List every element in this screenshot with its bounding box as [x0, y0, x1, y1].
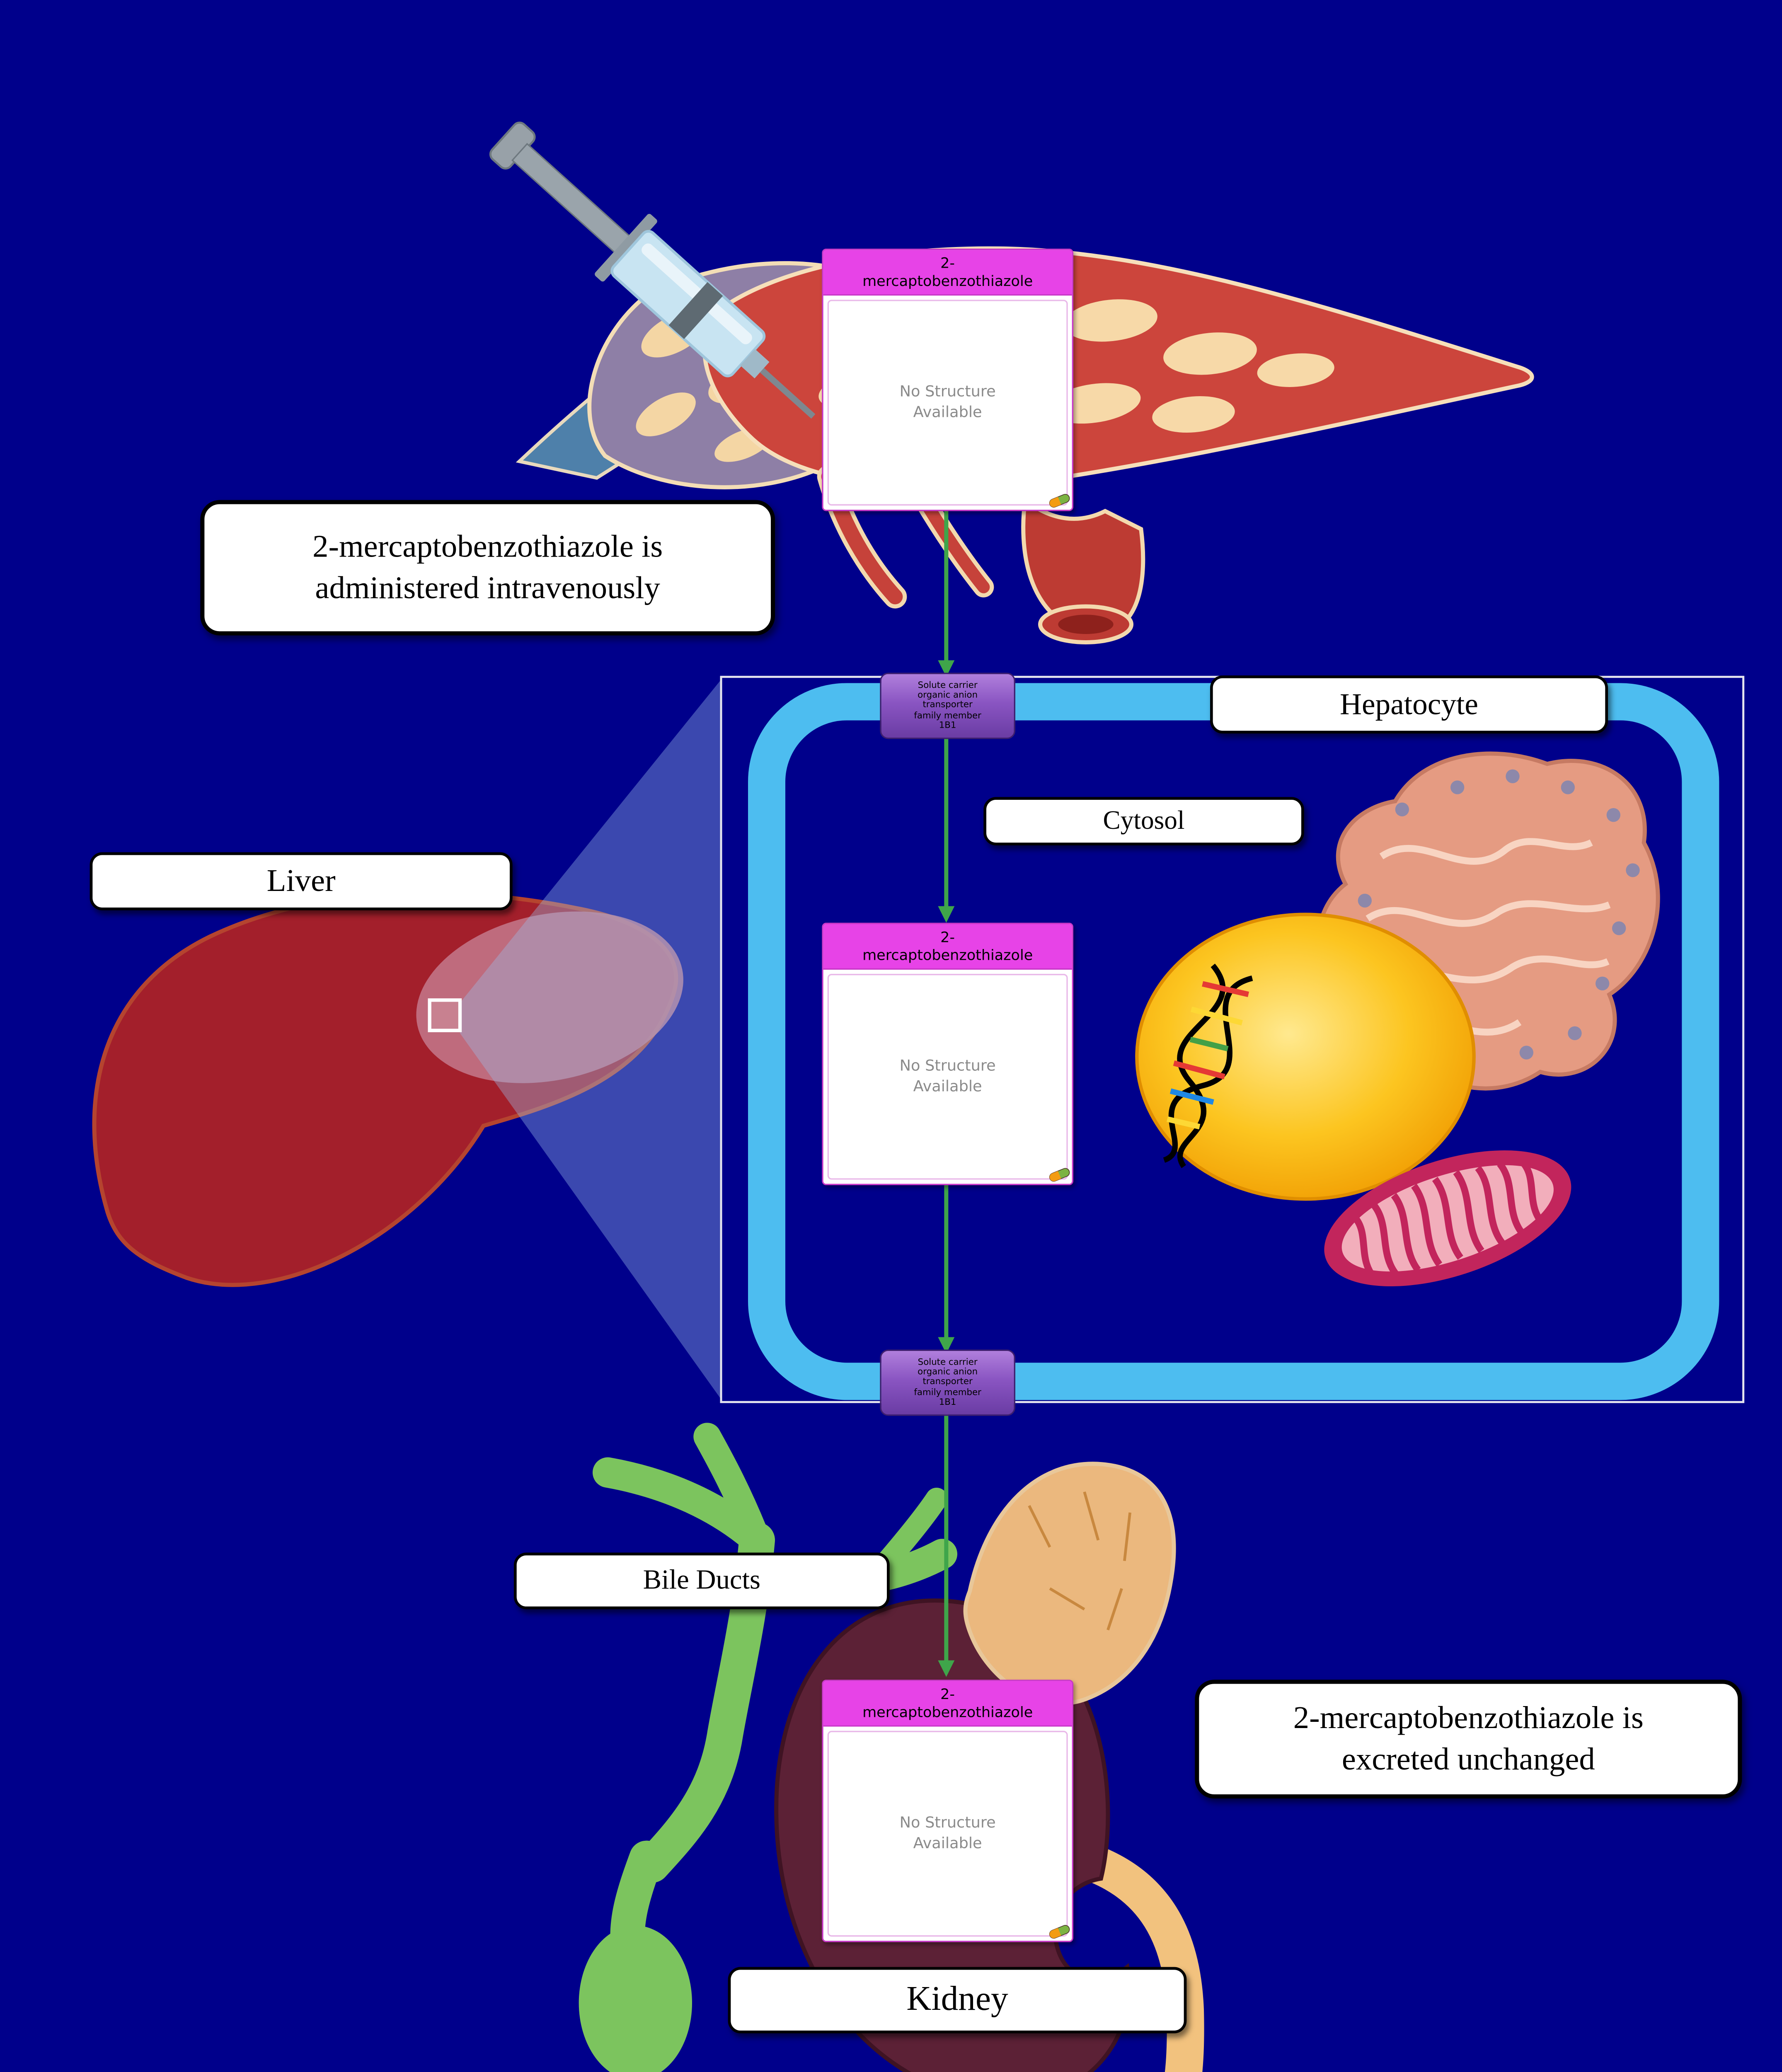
callout-excreted: 2-mercaptobenzothiazole is excreted unch…: [1195, 1680, 1742, 1798]
callout-administered: 2-mercaptobenzothiazole is administered …: [200, 500, 775, 636]
syringe-hub: [740, 349, 770, 379]
transporter-slco1b1-influx[interactable]: Solute carrier organic anion transporter…: [880, 673, 1015, 739]
artery-shape: [1021, 496, 1145, 644]
gallbladder-illustration: [579, 1925, 692, 2072]
syringe-flange: [595, 214, 657, 282]
nucleus-illustration: [1135, 913, 1476, 1201]
mitochondrion-illustration: [1324, 1150, 1571, 1287]
syringe-plunger: [511, 143, 633, 256]
label-hepatocyte: Hepatocyte: [1210, 675, 1608, 733]
dna-icon: [1163, 963, 1253, 1168]
label-liver: Liver: [90, 852, 513, 910]
drug-structure-placeholder: No Structure Available: [827, 300, 1068, 506]
drug-box-title: 2- mercaptobenzothiazole: [823, 1681, 1072, 1727]
drug-box-title: 2- mercaptobenzothiazole: [823, 250, 1072, 296]
label-kidney: Kidney: [728, 1967, 1187, 2033]
transporter-slco1b1-efflux[interactable]: Solute carrier organic anion transporter…: [880, 1349, 1015, 1416]
liver-right-lobe: [416, 911, 683, 1083]
transporter-label: Solute carrier organic anion transporter…: [914, 680, 981, 731]
pill-icon: [1049, 494, 1070, 508]
adrenal-gland-illustration: [963, 1462, 1176, 1706]
pill-icon: [1049, 1168, 1070, 1182]
liver-illustration: [92, 891, 683, 1287]
flow-arrows: [938, 505, 955, 1677]
drug-box-title: 2- mercaptobenzothiazole: [823, 924, 1072, 970]
drug-box-hepatocyte[interactable]: 2- mercaptobenzothiazole No Structure Av…: [822, 922, 1073, 1185]
transporter-label: Solute carrier organic anion transporter…: [914, 1356, 981, 1407]
drug-box-muscle[interactable]: 2- mercaptobenzothiazole No Structure Av…: [822, 248, 1073, 511]
drug-structure-placeholder: No Structure Available: [827, 1731, 1068, 1937]
syringe-needle: [760, 368, 816, 419]
syringe-band: [668, 282, 723, 339]
zoom-beam: [460, 679, 721, 1399]
syringe-icon: [489, 121, 816, 419]
pill-icon: [1049, 1925, 1070, 1939]
label-bile-ducts: Bile Ducts: [513, 1552, 890, 1610]
label-cytosol: Cytosol: [983, 797, 1304, 845]
drug-box-kidney[interactable]: 2- mercaptobenzothiazole No Structure Av…: [822, 1680, 1073, 1942]
zoom-source-square: [428, 998, 462, 1032]
drug-structure-placeholder: No Structure Available: [827, 974, 1068, 1180]
